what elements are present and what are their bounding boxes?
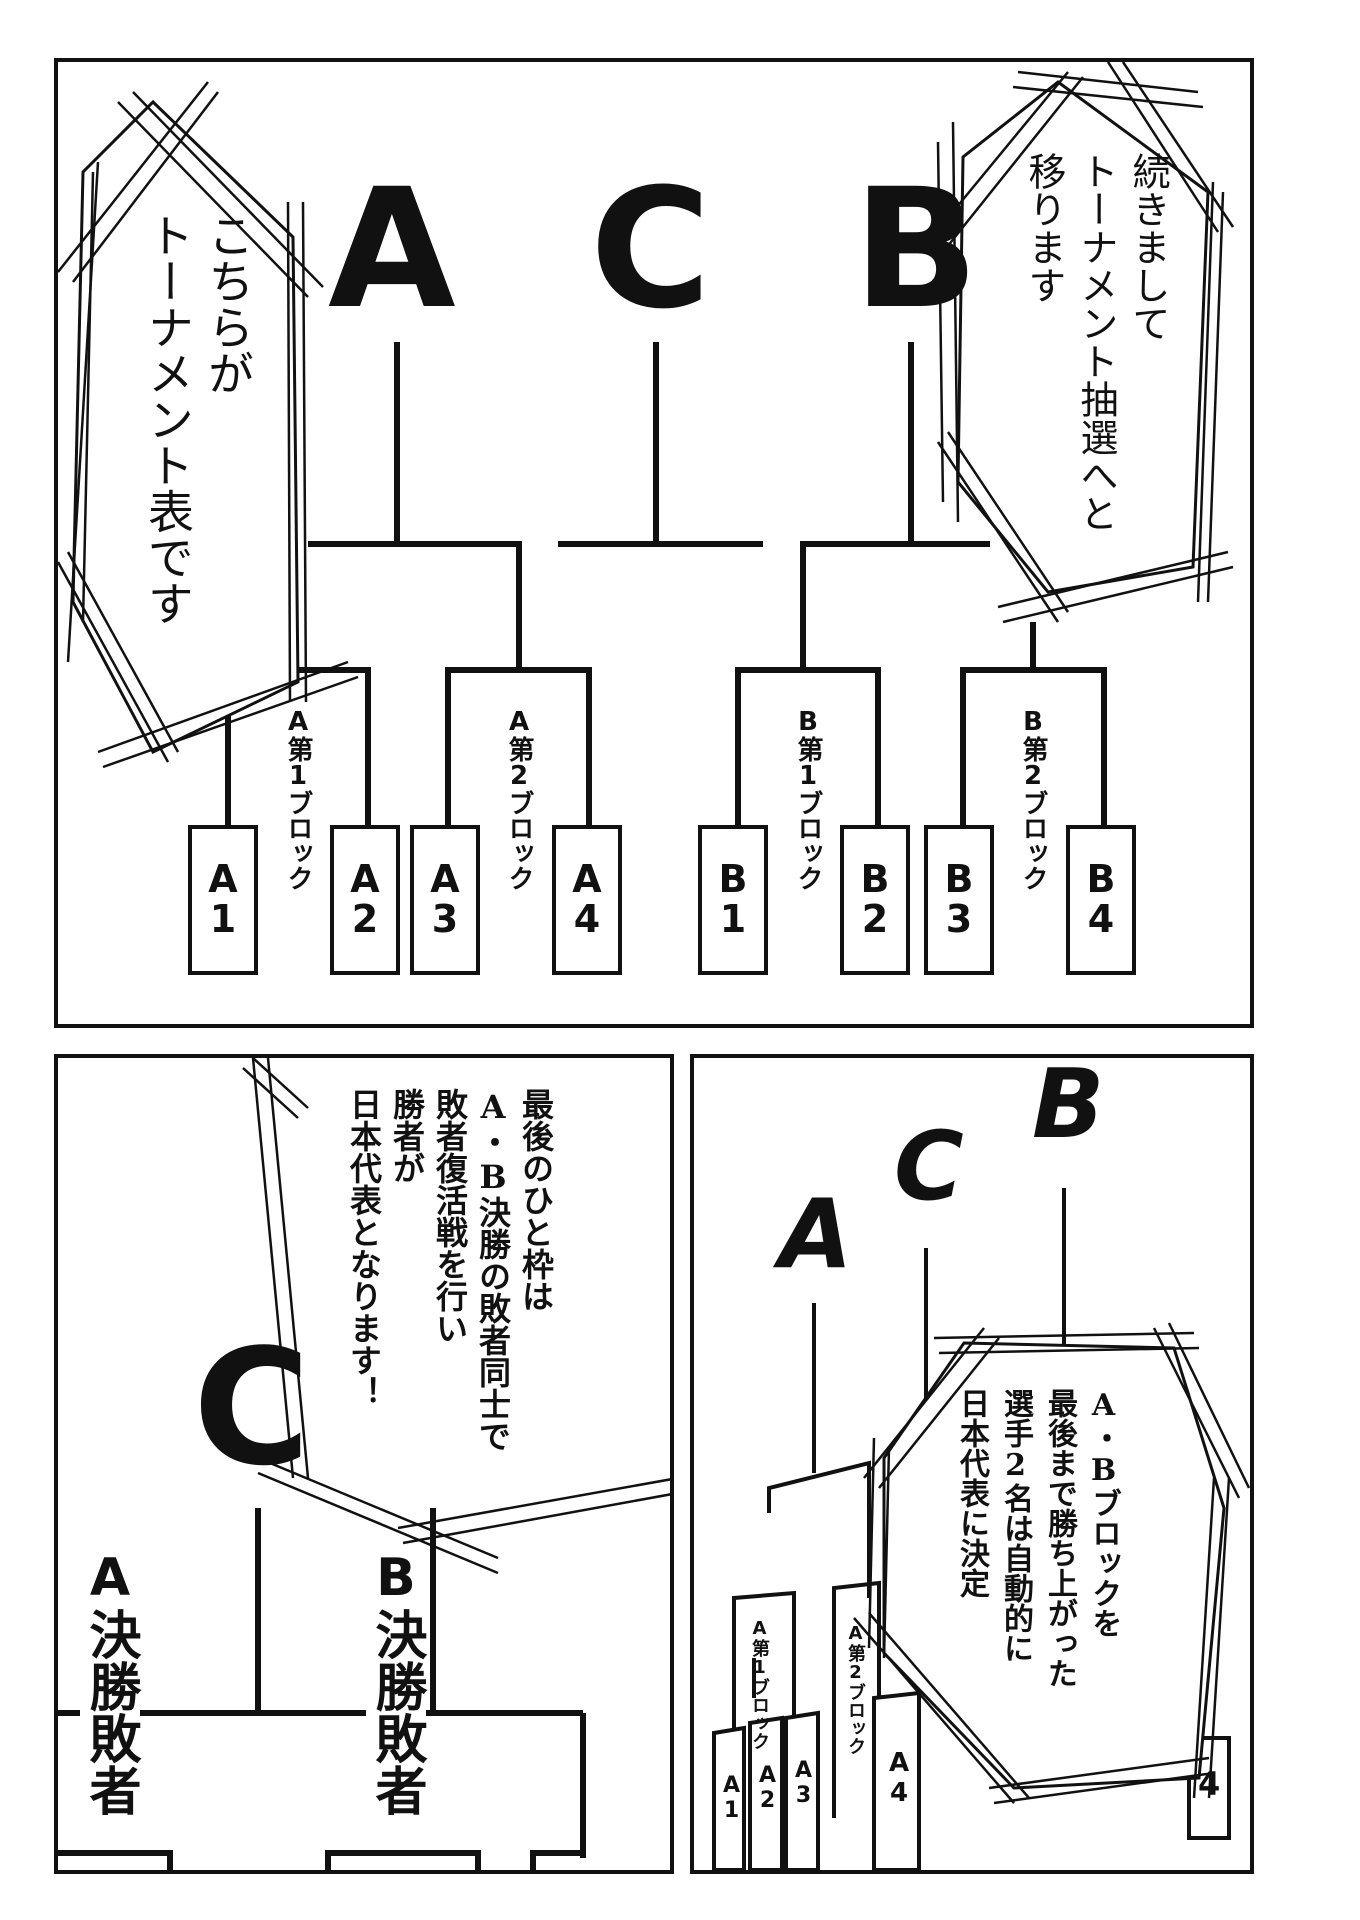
caption-repechage-line-2: A・B決勝の敗者同士で: [474, 1088, 512, 1452]
caption-right: 続きまして トーナメント抽選へと 移ります: [1018, 152, 1174, 532]
label-b-block-1: B第1ブロック: [790, 707, 827, 890]
label-a-block-1: A第1ブロック: [749, 1618, 770, 1750]
caption-repechage-line-3: 敗者復活戦を行い: [431, 1088, 469, 1344]
panel-repechage: C 最後のひと枠は A・B決勝の敗者同士で 敗者復活戦を行い 勝者が 日本代表と…: [54, 1054, 674, 1874]
caption-repechage-line-4: 勝者が: [388, 1088, 426, 1184]
label-b-block-2: B第2ブロック: [1015, 707, 1052, 890]
letter-c: C: [193, 1314, 311, 1501]
caption-right-line-1: 続きまして: [1126, 152, 1170, 342]
panel-tournament-chart: A C B こちらが トーナメント表です 続きまして トーナメント抽選へと 移り…: [54, 58, 1254, 1028]
caption-repechage: 最後のひと枠は A・B決勝の敗者同士で 敗者復活戦を行い 勝者が 日本代表となり…: [342, 1088, 557, 1452]
panel-auto-qualification: A C B A第1ブロック A第2ブロック A1 A2 A3 A4 4 A・Bブ…: [690, 1054, 1254, 1874]
caption-repechage-line-1: 最後のひと枠は: [517, 1088, 555, 1312]
repechage-bracket-lines: [58, 1058, 670, 1870]
slot-b4-partial: 4: [1198, 1765, 1221, 1803]
caption-right-line-3: 移ります: [1022, 152, 1066, 304]
slot-a4: A4: [884, 1748, 914, 1808]
label-a-block-1: A第1ブロック: [280, 707, 317, 890]
caption-right-line-2: トーナメント抽選へと: [1074, 152, 1118, 532]
label-a-block-2: A第2ブロック: [845, 1623, 866, 1755]
perspective-bracket-lines: [712, 1188, 1250, 1870]
letter-c: C: [894, 1112, 964, 1222]
caption-left: こちらが トーナメント表です: [138, 212, 258, 626]
caption-left-line-2: トーナメント表です: [141, 212, 195, 626]
letter-b: B: [853, 153, 979, 345]
slot-a3: A3: [791, 1758, 816, 1808]
caption-auto-line-1: A・Bブロックを: [1086, 1388, 1121, 1638]
slot-a1: A1: [719, 1773, 744, 1823]
label-a-block-2: A第2ブロック: [501, 707, 538, 890]
label-b-final-loser: B決勝敗者: [366, 1548, 426, 1816]
letter-a: A: [328, 153, 456, 345]
caption-auto-qualification: A・Bブロックを 最後まで勝ち上がった 選手2名は自動的に 日本代表に決定: [949, 1388, 1125, 1688]
bracket-lines: [58, 62, 1235, 835]
label-a-final-loser: A決勝敗者: [80, 1548, 140, 1816]
slot-a2: A2: [755, 1763, 780, 1813]
caption-left-line-1: こちらが: [201, 212, 255, 396]
caption-auto-line-2: 最後まで勝ち上がった: [1042, 1388, 1077, 1688]
caption-auto-line-3: 選手2名は自動的に: [998, 1388, 1033, 1663]
letter-c: C: [590, 153, 712, 345]
caption-repechage-line-5: 日本代表となります！: [345, 1088, 383, 1408]
letter-a: A: [779, 1180, 853, 1290]
letter-b: B: [1032, 1054, 1105, 1160]
caption-auto-line-4: 日本代表に決定: [954, 1388, 989, 1598]
